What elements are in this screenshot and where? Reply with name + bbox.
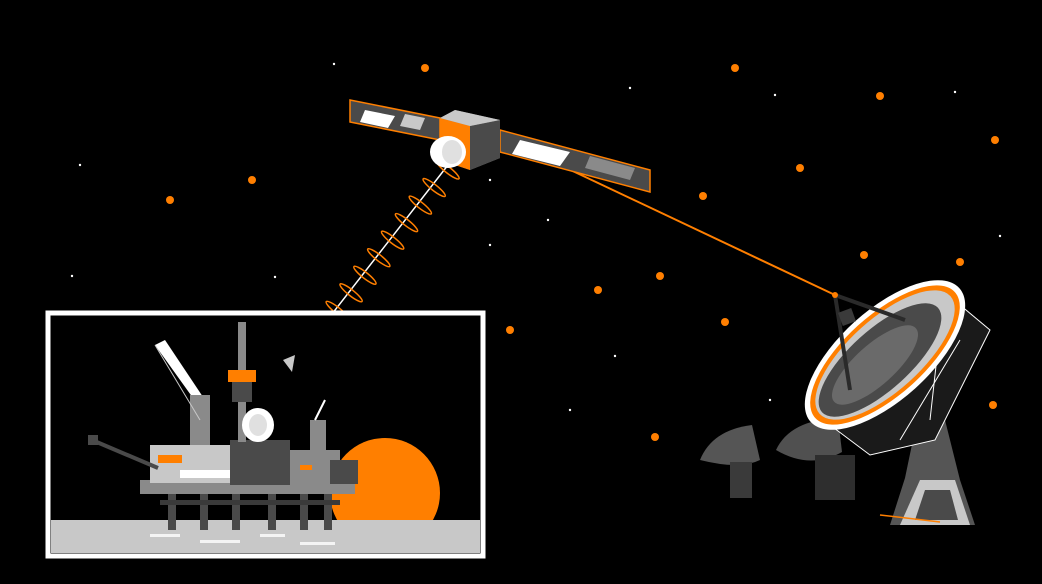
star (568, 408, 572, 412)
signal-ring (339, 283, 363, 303)
star (876, 92, 884, 100)
signal-ring (422, 177, 447, 198)
signal-ring (394, 212, 419, 233)
star (721, 318, 729, 326)
star (656, 272, 664, 280)
star (248, 176, 256, 184)
oil-rig-icon (88, 322, 358, 530)
star (546, 218, 550, 222)
star (78, 163, 82, 167)
star (594, 286, 602, 294)
signal-ring (353, 265, 377, 285)
star (421, 64, 429, 72)
star (989, 401, 997, 409)
star (488, 243, 492, 247)
satellite-dish-icon (804, 280, 991, 525)
star (628, 86, 632, 90)
signal-ring (366, 247, 391, 268)
star (70, 274, 74, 278)
star (991, 136, 999, 144)
star (768, 398, 772, 402)
star (166, 196, 174, 204)
star (613, 354, 617, 358)
oil-platform-frame (45, 310, 486, 559)
star (332, 62, 336, 66)
star (506, 326, 514, 334)
downlink-beam (559, 164, 836, 296)
star (956, 258, 964, 266)
star (651, 433, 659, 441)
star (731, 64, 739, 72)
star (953, 90, 957, 94)
star (273, 275, 277, 279)
signal-ring (380, 230, 405, 250)
star (998, 234, 1002, 238)
signal-ring (408, 195, 433, 215)
satellite-icon (349, 99, 651, 193)
star (699, 192, 707, 200)
star (796, 164, 804, 172)
star (773, 93, 777, 97)
star (488, 178, 492, 182)
star (860, 251, 868, 259)
